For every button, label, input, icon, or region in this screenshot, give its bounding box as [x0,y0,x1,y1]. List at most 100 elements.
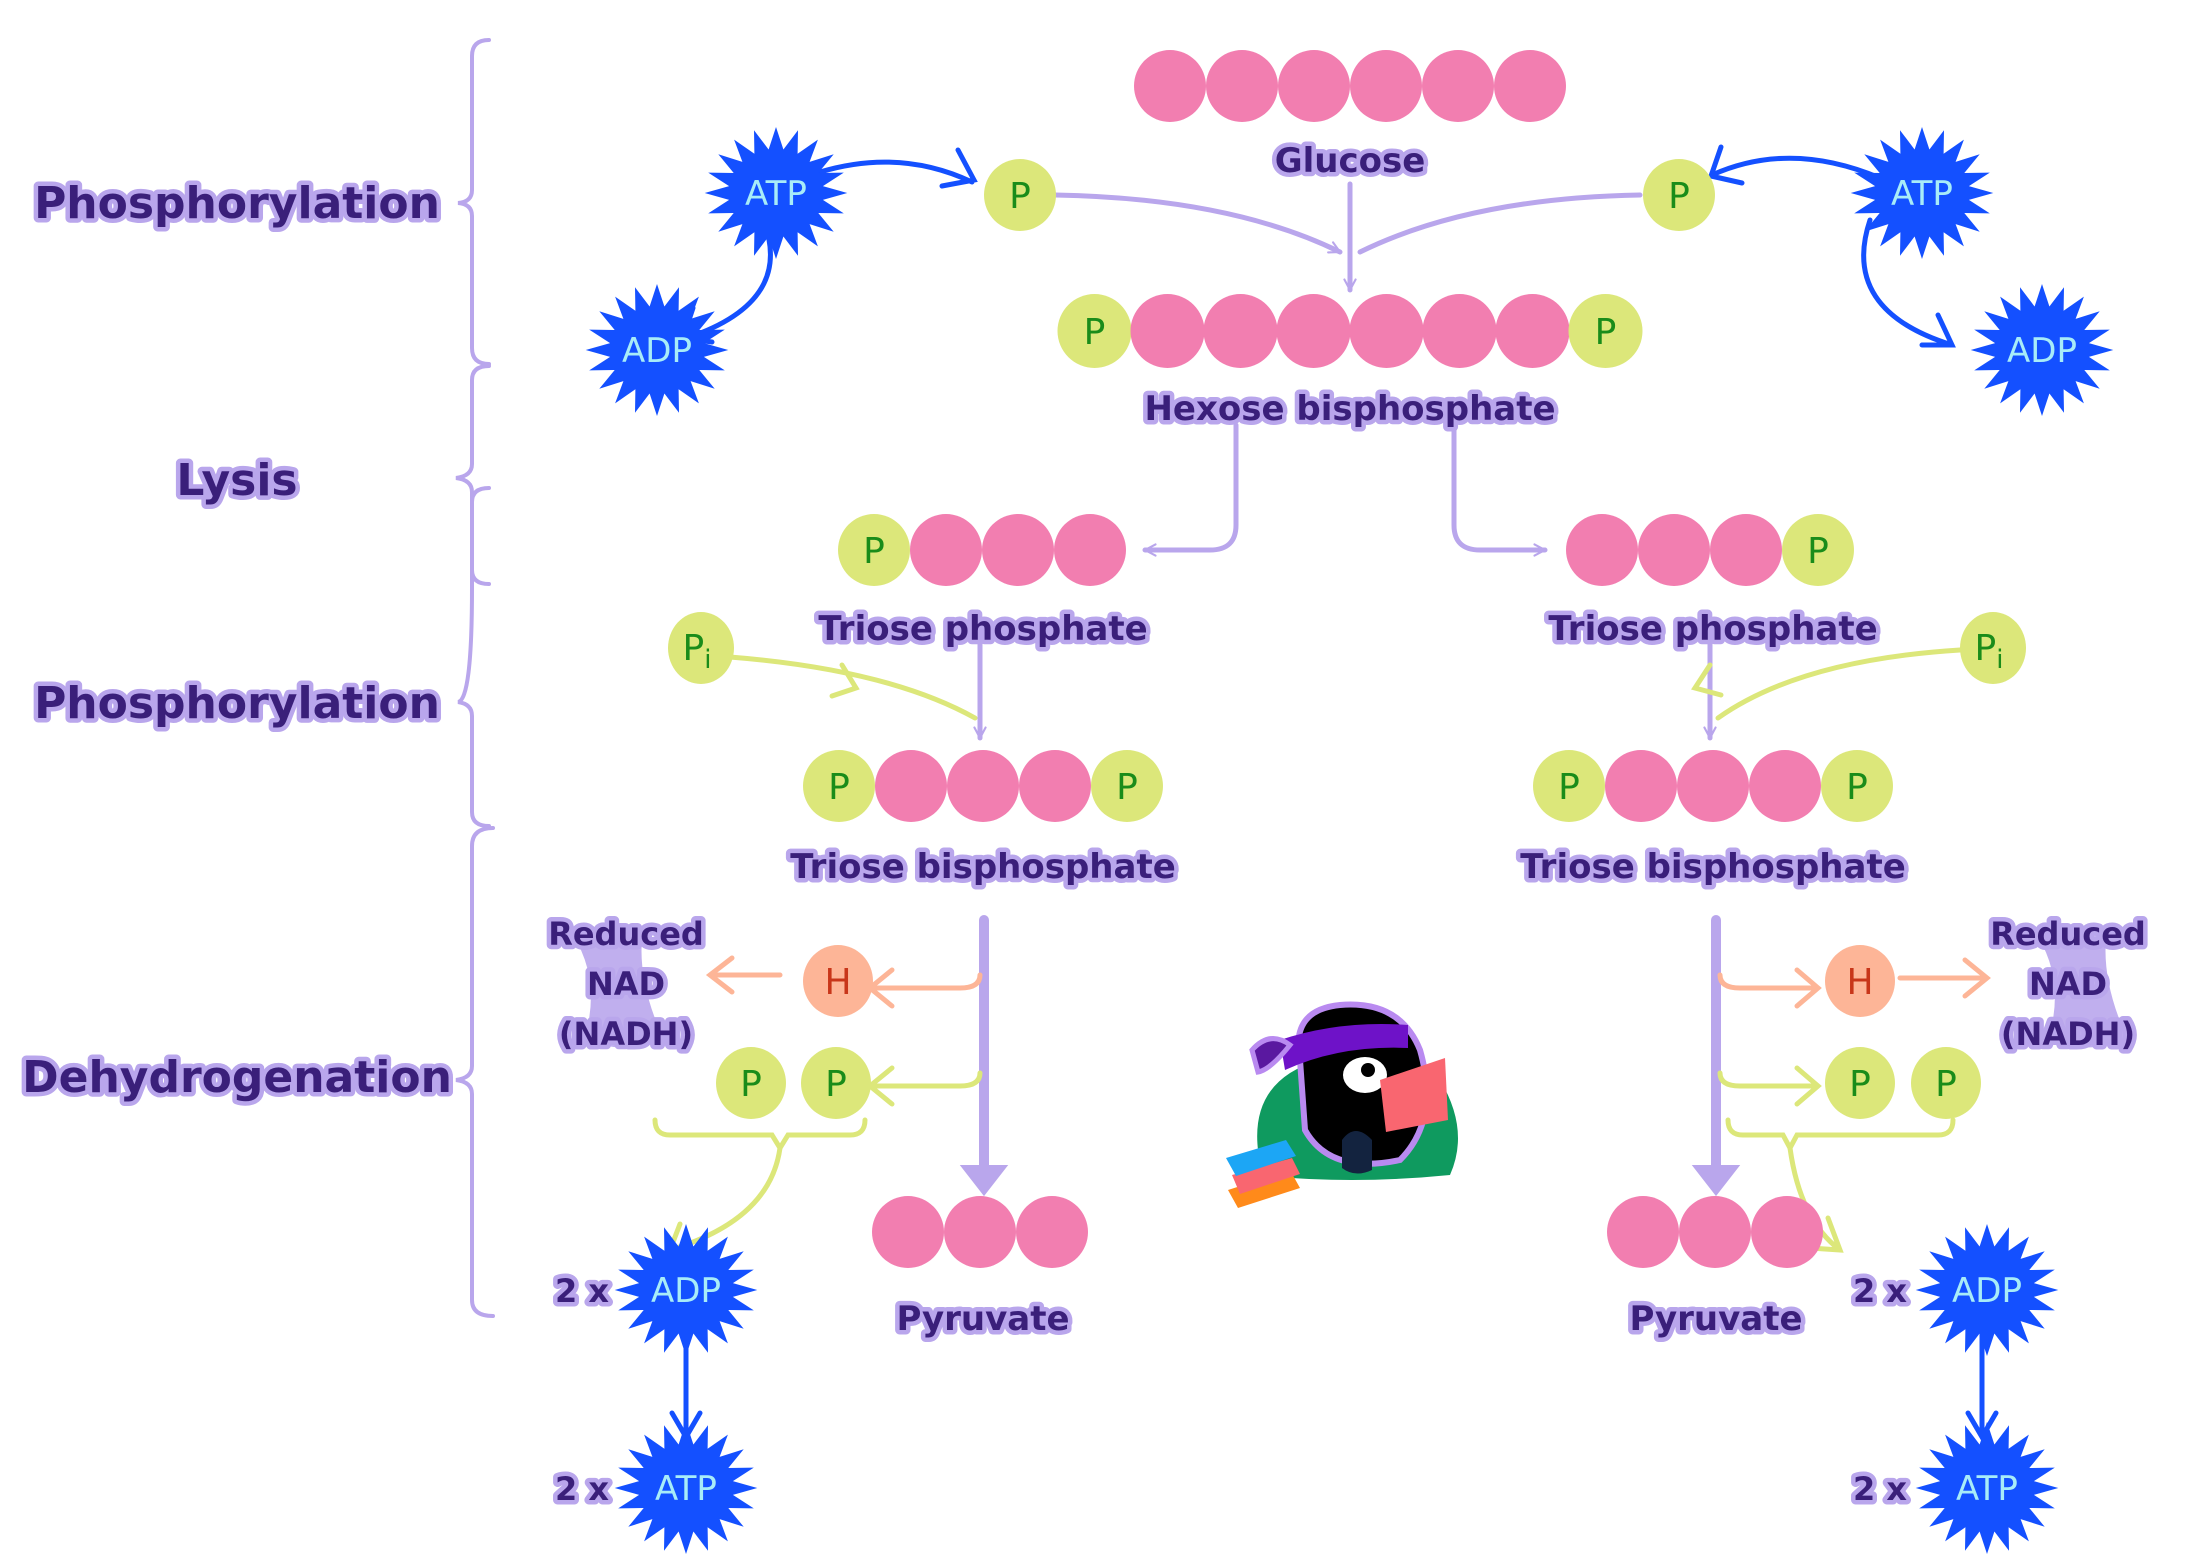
main-dehydrogenation-lines [959,915,1741,1197]
stage-label-phosphorylation-1: Phosphorylation [34,178,440,229]
free-phosphate-left: P [984,159,1056,231]
adp-label: ADP [2007,331,2077,371]
arrow-p-right-to-glucose [1357,192,1643,255]
atp-label: ATP [745,174,807,214]
carbon-unit [1134,50,1206,122]
svg-text:NAD: NAD [587,965,665,1003]
released-phosphates-right: P P [1825,1047,1981,1119]
arrow-to-pp-left [866,1065,983,1107]
mascot-book [1380,1058,1448,1132]
arrow-atp-to-p-right [1707,144,1883,186]
starburst-icon [614,1422,758,1554]
phosphate-unit [1533,750,1605,822]
carbon-unit [1349,294,1424,368]
inorganic-phosphate-left: Pi [668,612,734,684]
svg-text:(NADH): (NADH) [2001,1015,2135,1053]
carbon-unit [1054,514,1126,586]
arrow-pi-right-head [1691,662,1724,698]
phosphate-symbol: P [1846,767,1868,808]
carbon-unit [1494,50,1566,122]
svg-text:P: P [1849,1064,1871,1105]
mascot-hand [1342,1131,1372,1174]
multiplier-adp-right: 2 x [1853,1272,1907,1310]
arrowhead-right [1691,1165,1741,1197]
carbon-unit [1206,50,1278,122]
mascot-illustration [1226,1001,1458,1208]
carbon-unit [1019,750,1091,822]
phosphate-symbol: P [828,767,850,808]
atp-label: ATP [655,1469,717,1509]
carbon-unit [1677,750,1749,822]
label-triose-bisphosphate-right: Triose bisphosphate [1520,847,1906,887]
starburst-icon [1850,127,1994,259]
hydrogen-right: H [1825,945,1895,1017]
stage-label-phosphorylation-2: Phosphorylation [34,678,440,729]
carbon-unit [1016,1196,1088,1268]
molecule-glucose [1134,50,1566,122]
adp-top-left-starburst: ADP [585,284,729,416]
phosphate-symbol: P [1807,531,1829,572]
bracket-pp-left [652,1117,868,1153]
svg-text:P: P [1009,176,1031,217]
mascot-bandana-tail [1249,1036,1294,1075]
arrow-pi-left-head [829,662,860,699]
nadh-left: Reduced NAD (NADH) [544,911,709,1058]
adp-label: ADP [622,331,692,371]
carbon-unit [1130,294,1205,368]
label-glucose: Glucose [1275,141,1426,181]
atp-label: ATP [1891,174,1953,214]
mascot-headband [1280,1024,1408,1070]
svg-text:Reduced: Reduced [1990,915,2146,953]
arrow-hexose-to-triose-right [1451,422,1548,550]
carbon-unit [1679,1196,1751,1268]
arrow-pi-left [697,652,978,721]
multiplier-atp-right: 2 x [1853,1470,1907,1508]
adp-top-right-starburst: ADP [1970,284,2114,416]
atp-bottom-right-starburst: ATP [1915,1422,2059,1554]
flow-arrows [980,181,1710,741]
svg-text:NAD: NAD [2029,965,2107,1003]
arrow-to-h-left [866,967,983,1009]
svg-text:P: P [1668,176,1690,217]
phosphate-unit [1821,750,1893,822]
carbon-unit [1422,294,1497,368]
svg-text:H: H [1846,962,1873,1003]
free-phosphate-right: P [1643,159,1715,231]
carbon-unit [1278,50,1350,122]
nadh-right: Reduced NAD (NADH) [1986,911,2151,1058]
svg-text:Reduced: Reduced [548,915,704,953]
stage-brackets [455,38,495,1318]
hydrogen-left: H [803,945,873,1017]
adp-bottom-left-starburst: ADP [614,1224,758,1356]
phosphate-unit [1091,750,1163,822]
bracket-dehydrogenation [455,826,495,1318]
label-triose-phosphate-right: Triose phosphate [1548,609,1877,649]
svg-text:P: P [740,1064,762,1105]
phosphate-unit [1057,294,1132,368]
carbon-unit [1710,514,1782,586]
carbon-unit [1605,750,1677,822]
phosphate-unit [803,750,875,822]
arrow-hexose-to-triose-left [1142,422,1239,550]
molecule-triose-phosphate-left: P [838,514,1126,586]
adp-bottom-right-starburst: ADP [1915,1224,2059,1356]
carbon-unit [1422,50,1494,122]
starburst-icon [1970,284,2114,416]
label-triose-bisphosphate-left: Triose bisphosphate [790,847,1176,887]
carbon-unit [1751,1196,1823,1268]
carbon-unit [1276,294,1351,368]
arrowhead-left [959,1165,1009,1197]
carbon-unit [1495,294,1570,368]
phosphate-symbol: P [1116,767,1138,808]
starburst-icon [614,1224,758,1356]
label-hexose-bisphosphate: Hexose bisphosphate [1144,389,1555,429]
atp-bottom-left-starburst: ATP [614,1422,758,1554]
carbon-unit [872,1196,944,1268]
starburst-icon [585,284,729,416]
adp-label: ADP [651,1271,721,1311]
arrow-p-left-to-glucose [1052,192,1343,255]
atp-label: ATP [1956,1469,2018,1509]
